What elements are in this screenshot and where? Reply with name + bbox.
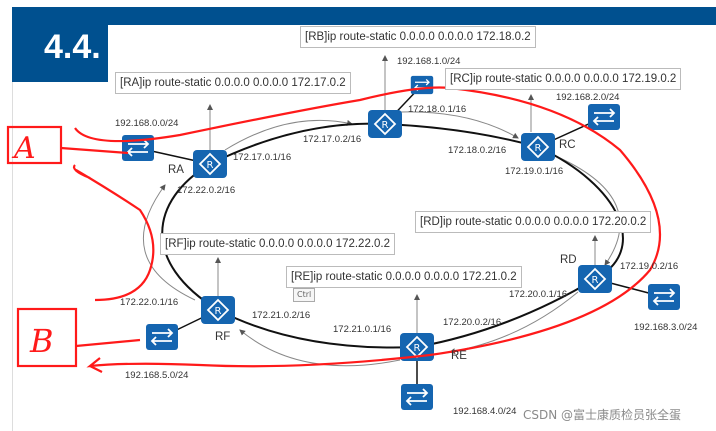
router-rb-icon[interactable] [367, 109, 403, 139]
interface-label: 172.20.0.2/16 [443, 317, 502, 328]
network-label: 192.168.5.0/24 [125, 370, 189, 381]
router-rc-icon[interactable] [520, 132, 556, 162]
slide-title: 4.4. [44, 28, 101, 66]
network-label: 192.168.4.0/24 [453, 406, 517, 417]
route-arrows [142, 55, 621, 367]
title-block [12, 7, 108, 82]
switch-icon[interactable] [587, 103, 621, 131]
router-label-ra: RA [168, 164, 184, 176]
annotation-b: B [29, 322, 54, 360]
annotation-box-a [6, 125, 63, 165]
interface-label: 172.22.0.1/16 [120, 297, 179, 308]
command-re: [RE]ip route-static 0.0.0.0 0.0.0.0 172.… [286, 266, 522, 288]
switch-icon[interactable] [400, 383, 434, 411]
command-rb: [RB]ip route-static 0.0.0.0 0.0.0.0 172.… [300, 26, 536, 48]
header-band [12, 7, 716, 25]
command-ra: [RA]ip route-static 0.0.0.0 0.0.0.0 172.… [115, 72, 351, 94]
red-annotations [6, 86, 662, 373]
ctrl-tooltip: Ctrl [293, 288, 316, 302]
watermark: CSDN @富士康质检员张全蛋 [523, 408, 682, 422]
interface-label: 172.18.0.1/16 [408, 104, 467, 115]
router-rf-icon[interactable] [200, 295, 236, 325]
network-label: 192.168.3.0/24 [634, 322, 698, 333]
router-label-rd: RD [560, 254, 577, 266]
annotation-box-b [16, 307, 78, 368]
annotation-a: A [11, 131, 36, 166]
router-label-re: RE [451, 350, 467, 362]
router-label-rc: RC [559, 139, 576, 151]
interface-label: 172.18.0.2/16 [448, 145, 507, 156]
interface-label: 172.22.0.2/16 [177, 185, 236, 196]
command-rf: [RF]ip route-static 0.0.0.0 0.0.0.0 172.… [160, 233, 396, 255]
router-rd-icon[interactable] [577, 264, 613, 294]
interface-label: 172.21.0.2/16 [252, 310, 311, 321]
network-label: 192.168.0.0/24 [115, 118, 179, 129]
command-rd: [RD]ip route-static 0.0.0.0 0.0.0.0 172.… [415, 211, 652, 233]
network-label: 192.168.2.0/24 [556, 92, 620, 103]
router-label-rf: RF [215, 331, 231, 343]
router-ra-icon[interactable] [192, 149, 228, 179]
interface-label: 172.19.0.1/16 [505, 166, 564, 177]
interface-label: 172.21.0.1/16 [333, 324, 392, 335]
switch-icon[interactable] [647, 283, 681, 311]
network-label: 192.168.1.0/24 [397, 56, 461, 67]
interface-label: 172.19.0.2/16 [620, 261, 679, 272]
interface-label: 172.17.0.2/16 [303, 134, 362, 145]
command-rc: [RC]ip route-static 0.0.0.0 0.0.0.0 172.… [445, 68, 682, 90]
switch-icon[interactable] [410, 75, 434, 95]
switch-icon[interactable] [145, 323, 179, 351]
interface-label: 172.20.0.1/16 [509, 289, 568, 300]
left-border [12, 82, 13, 431]
interface-label: 172.17.0.1/16 [233, 152, 292, 163]
